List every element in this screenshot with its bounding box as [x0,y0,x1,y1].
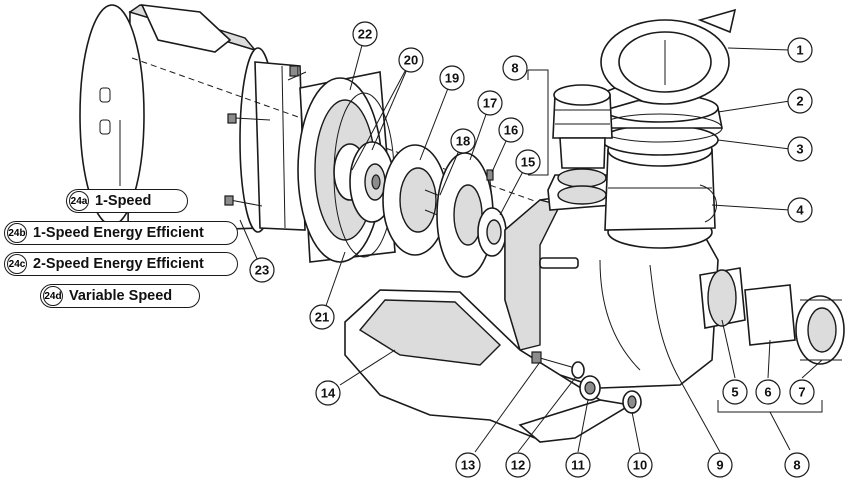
union-group-bracket-top [527,69,549,176]
outlet-union-assembly [699,267,845,365]
callout-5: 5 [722,379,748,405]
motor-option-tag: 24c [7,254,27,274]
inlet-union-assembly [552,84,613,205]
callout-18: 18 [450,128,476,154]
svg-text:3: 3 [796,142,803,157]
svg-text:4: 4 [796,203,804,218]
svg-text:19: 19 [445,71,459,86]
svg-text:8: 8 [511,61,518,76]
locking-ring [583,8,737,111]
callout-23: 23 [249,257,275,283]
callout-14: 14 [315,380,341,406]
callout-8-bottom: 8 [784,452,810,478]
motor [79,4,307,233]
svg-text:1: 1 [796,43,803,58]
screw [486,169,494,199]
callout-1: 1 [787,37,813,63]
svg-text:20: 20 [404,53,418,68]
motor-option-24b: 24b 1-Speed Energy Efficient [4,221,238,245]
motor-option-label: Variable Speed [69,288,173,304]
callout-17: 17 [477,90,503,116]
svg-text:2: 2 [796,94,803,109]
callout-2: 2 [787,88,813,114]
diffuser [382,144,448,256]
motor-option-tag: 24b [7,223,27,243]
drain-plugs [579,375,642,414]
motor-option-label: 2-Speed Energy Efficient [33,256,204,272]
callout-8-top: 8 [502,55,528,81]
svg-text:16: 16 [504,123,518,138]
svg-text:17: 17 [483,96,497,111]
motor-option-label: 1-Speed [95,193,152,209]
svg-text:23: 23 [255,263,269,278]
motor-option-24d: 24d Variable Speed [40,284,200,308]
callout-15: 15 [515,149,541,175]
callout-6: 6 [755,379,781,405]
callout-11: 11 [565,452,591,478]
svg-text:9: 9 [716,458,723,473]
svg-text:15: 15 [521,155,535,170]
svg-text:21: 21 [315,310,329,325]
svg-text:8: 8 [793,458,800,473]
leader-lines [119,33,823,453]
svg-text:7: 7 [798,385,805,400]
callout-12: 12 [505,452,531,478]
callout-9: 9 [707,452,733,478]
svg-text:10: 10 [633,458,647,473]
svg-text:6: 6 [764,385,771,400]
motor-option-tag: 24a [69,191,89,211]
shaft-seal [477,207,507,257]
callout-13: 13 [455,452,481,478]
callout-19: 19 [439,65,465,91]
callout-10: 10 [627,452,653,478]
mounting-bolt-and-washer [531,351,585,379]
callout-16: 16 [498,117,524,143]
motor-option-24c: 24c 2-Speed Energy Efficient [4,252,238,276]
callout-20: 20 [398,47,424,73]
svg-text:22: 22 [358,27,372,42]
svg-text:14: 14 [321,386,336,401]
svg-text:18: 18 [456,134,470,149]
callout-22: 22 [352,21,378,47]
pump-base [344,289,633,443]
callout-21: 21 [309,304,335,330]
callout-4: 4 [787,197,813,223]
motor-option-tag: 24d [43,286,63,306]
motor-shaft-axis [131,57,561,211]
svg-text:11: 11 [571,458,585,473]
lid-o-ring [601,124,719,156]
callout-3: 3 [787,136,813,162]
union-group-bracket-bottom [717,400,823,451]
motor-option-24a: 24a 1-Speed [66,189,188,213]
svg-text:12: 12 [511,458,525,473]
svg-text:13: 13 [461,458,475,473]
callout-7: 7 [789,379,815,405]
svg-text:5: 5 [731,385,738,400]
motor-option-label: 1-Speed Energy Efficient [33,225,204,241]
